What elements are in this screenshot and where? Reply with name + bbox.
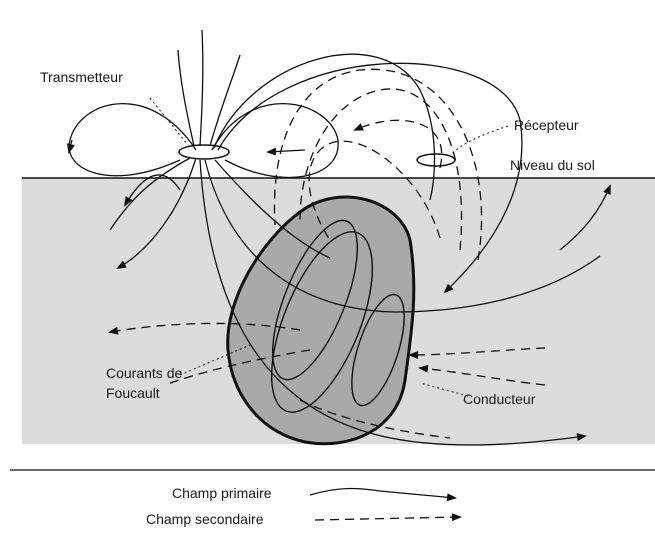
receiver-label: Récepteur — [514, 117, 579, 133]
transmitter-callout-leader — [150, 98, 188, 145]
legend-secondary-sample — [315, 517, 460, 520]
legend-secondary-label: Champ secondaire — [146, 511, 264, 527]
transmitter-label: Transmetteur — [40, 69, 123, 85]
eddy-currents-label-line2: Foucault — [106, 385, 160, 401]
eddy-currents-label-line1: Courants de — [106, 365, 182, 381]
primary-field-line — [200, 30, 203, 146]
legend-primary-label: Champ primaire — [172, 485, 272, 501]
primary-field-line — [210, 55, 240, 146]
primary-field-line — [178, 50, 194, 146]
receiver-callout-leader — [452, 126, 508, 154]
conductor-label: Conducteur — [463, 391, 536, 407]
legend-primary-sample — [310, 488, 455, 498]
primary-field-line — [268, 150, 305, 152]
legend: Champ primaire Champ secondaire — [146, 485, 460, 527]
transmitter-coil — [179, 145, 229, 159]
ground-level-label: Niveau du sol — [510, 157, 595, 173]
receiver-coil — [417, 154, 455, 166]
